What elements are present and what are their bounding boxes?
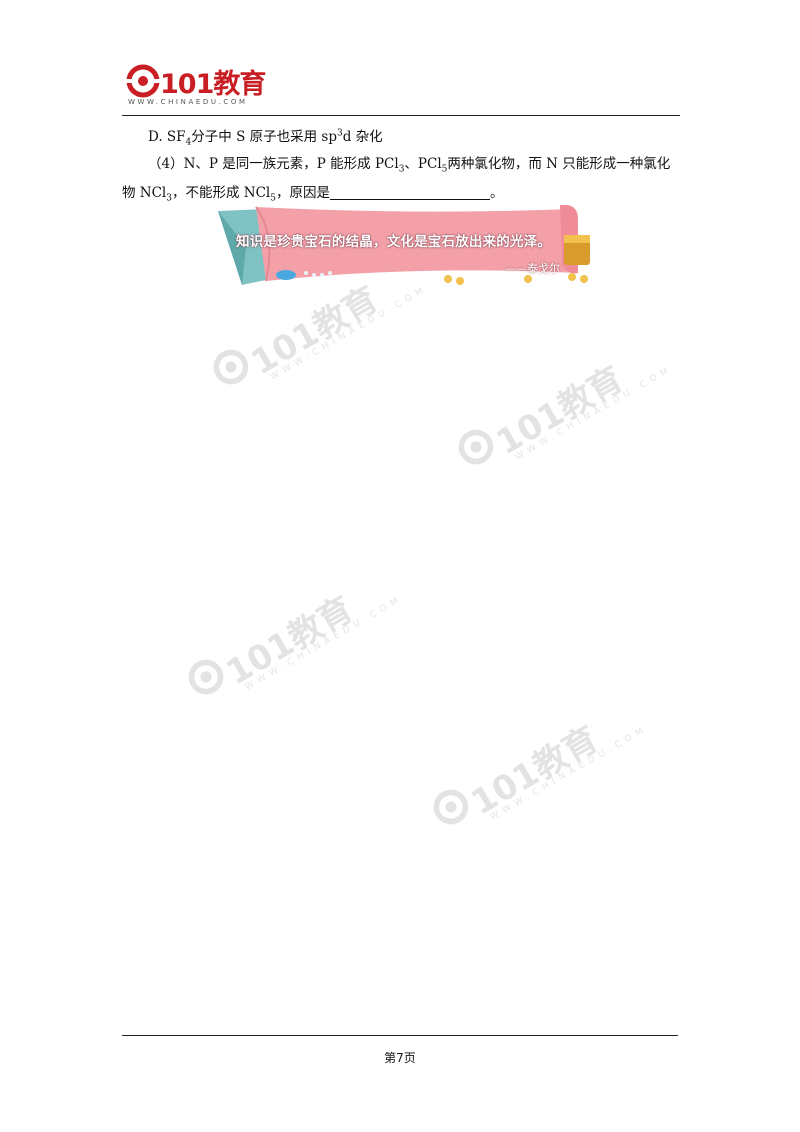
watermark: 101教育 WWW.CHINAEDU.COM [450, 359, 675, 476]
banner-quote: 知识是珍贵宝石的结晶，文化是宝石放出来的光泽。 [236, 234, 552, 250]
watermark-logo-icon [188, 659, 224, 695]
answer-blank[interactable] [330, 185, 490, 200]
banner-author: ——泰戈尔 [505, 262, 560, 275]
brand-logo: 101教育 WWW.CHINAEDU.COM [126, 64, 266, 110]
question-4-line1: （4）N、P 是同一族元素，P 能形成 PCl3、PCl5两种氯化物，而 N 只… [148, 156, 671, 175]
watermark: 101教育 WWW.CHINAEDU.COM [180, 589, 405, 706]
logo-mark-icon [126, 64, 160, 98]
watermark-logo-icon [213, 349, 249, 385]
brand-name: 101教育 [160, 69, 266, 100]
watermark: 101教育 WWW.CHINAEDU.COM [205, 279, 430, 396]
brand-url: WWW.CHINAEDU.COM [128, 98, 248, 106]
header-rule [122, 115, 680, 116]
footer-rule [122, 1035, 678, 1036]
question-4-line2: 物 NCl3，不能形成 NCl5，原因是。 [122, 185, 504, 204]
option-d: D. SF4分子中 S 原子也采用 sp3d 杂化 [148, 128, 383, 148]
watermark-logo-icon [458, 429, 494, 465]
page-number: 第7页 [384, 1051, 416, 1065]
watermark: 101教育 WWW.CHINAEDU.COM [425, 719, 650, 836]
quote-banner [218, 205, 590, 285]
watermark-logo-icon [433, 789, 469, 825]
